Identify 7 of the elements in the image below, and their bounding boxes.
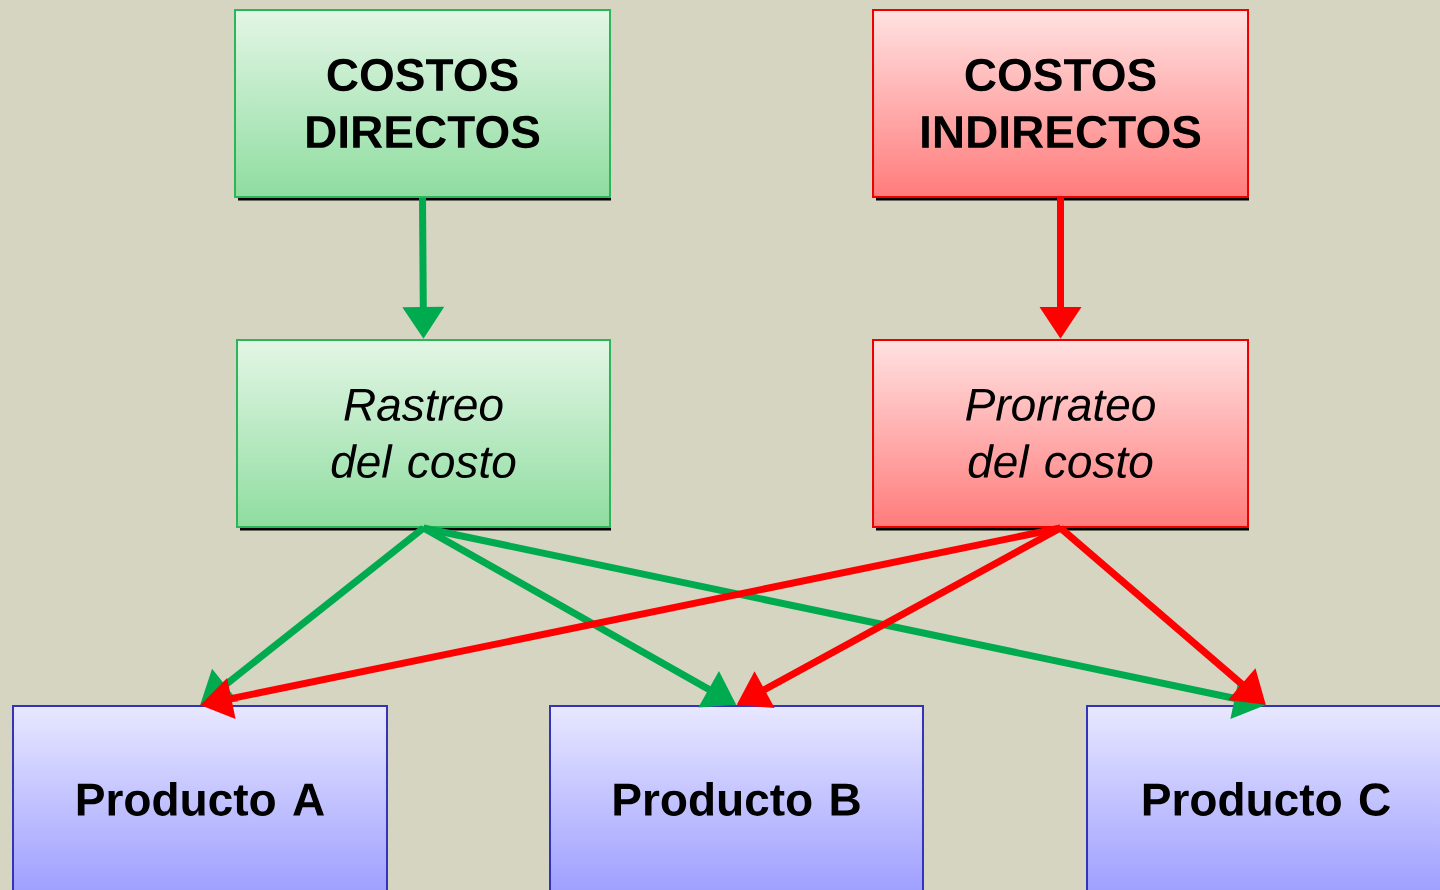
product-box: Producto C xyxy=(1086,705,1440,890)
product-box: Producto B xyxy=(549,705,924,890)
product-box: Producto A xyxy=(12,705,388,890)
cost-box: COSTOS DIRECTOS xyxy=(234,9,611,201)
cost-box: COSTOS INDIRECTOS xyxy=(872,9,1249,201)
cost-box: Rastreo del costo xyxy=(236,339,611,531)
cost-box: Prorrateo del costo xyxy=(872,339,1249,531)
